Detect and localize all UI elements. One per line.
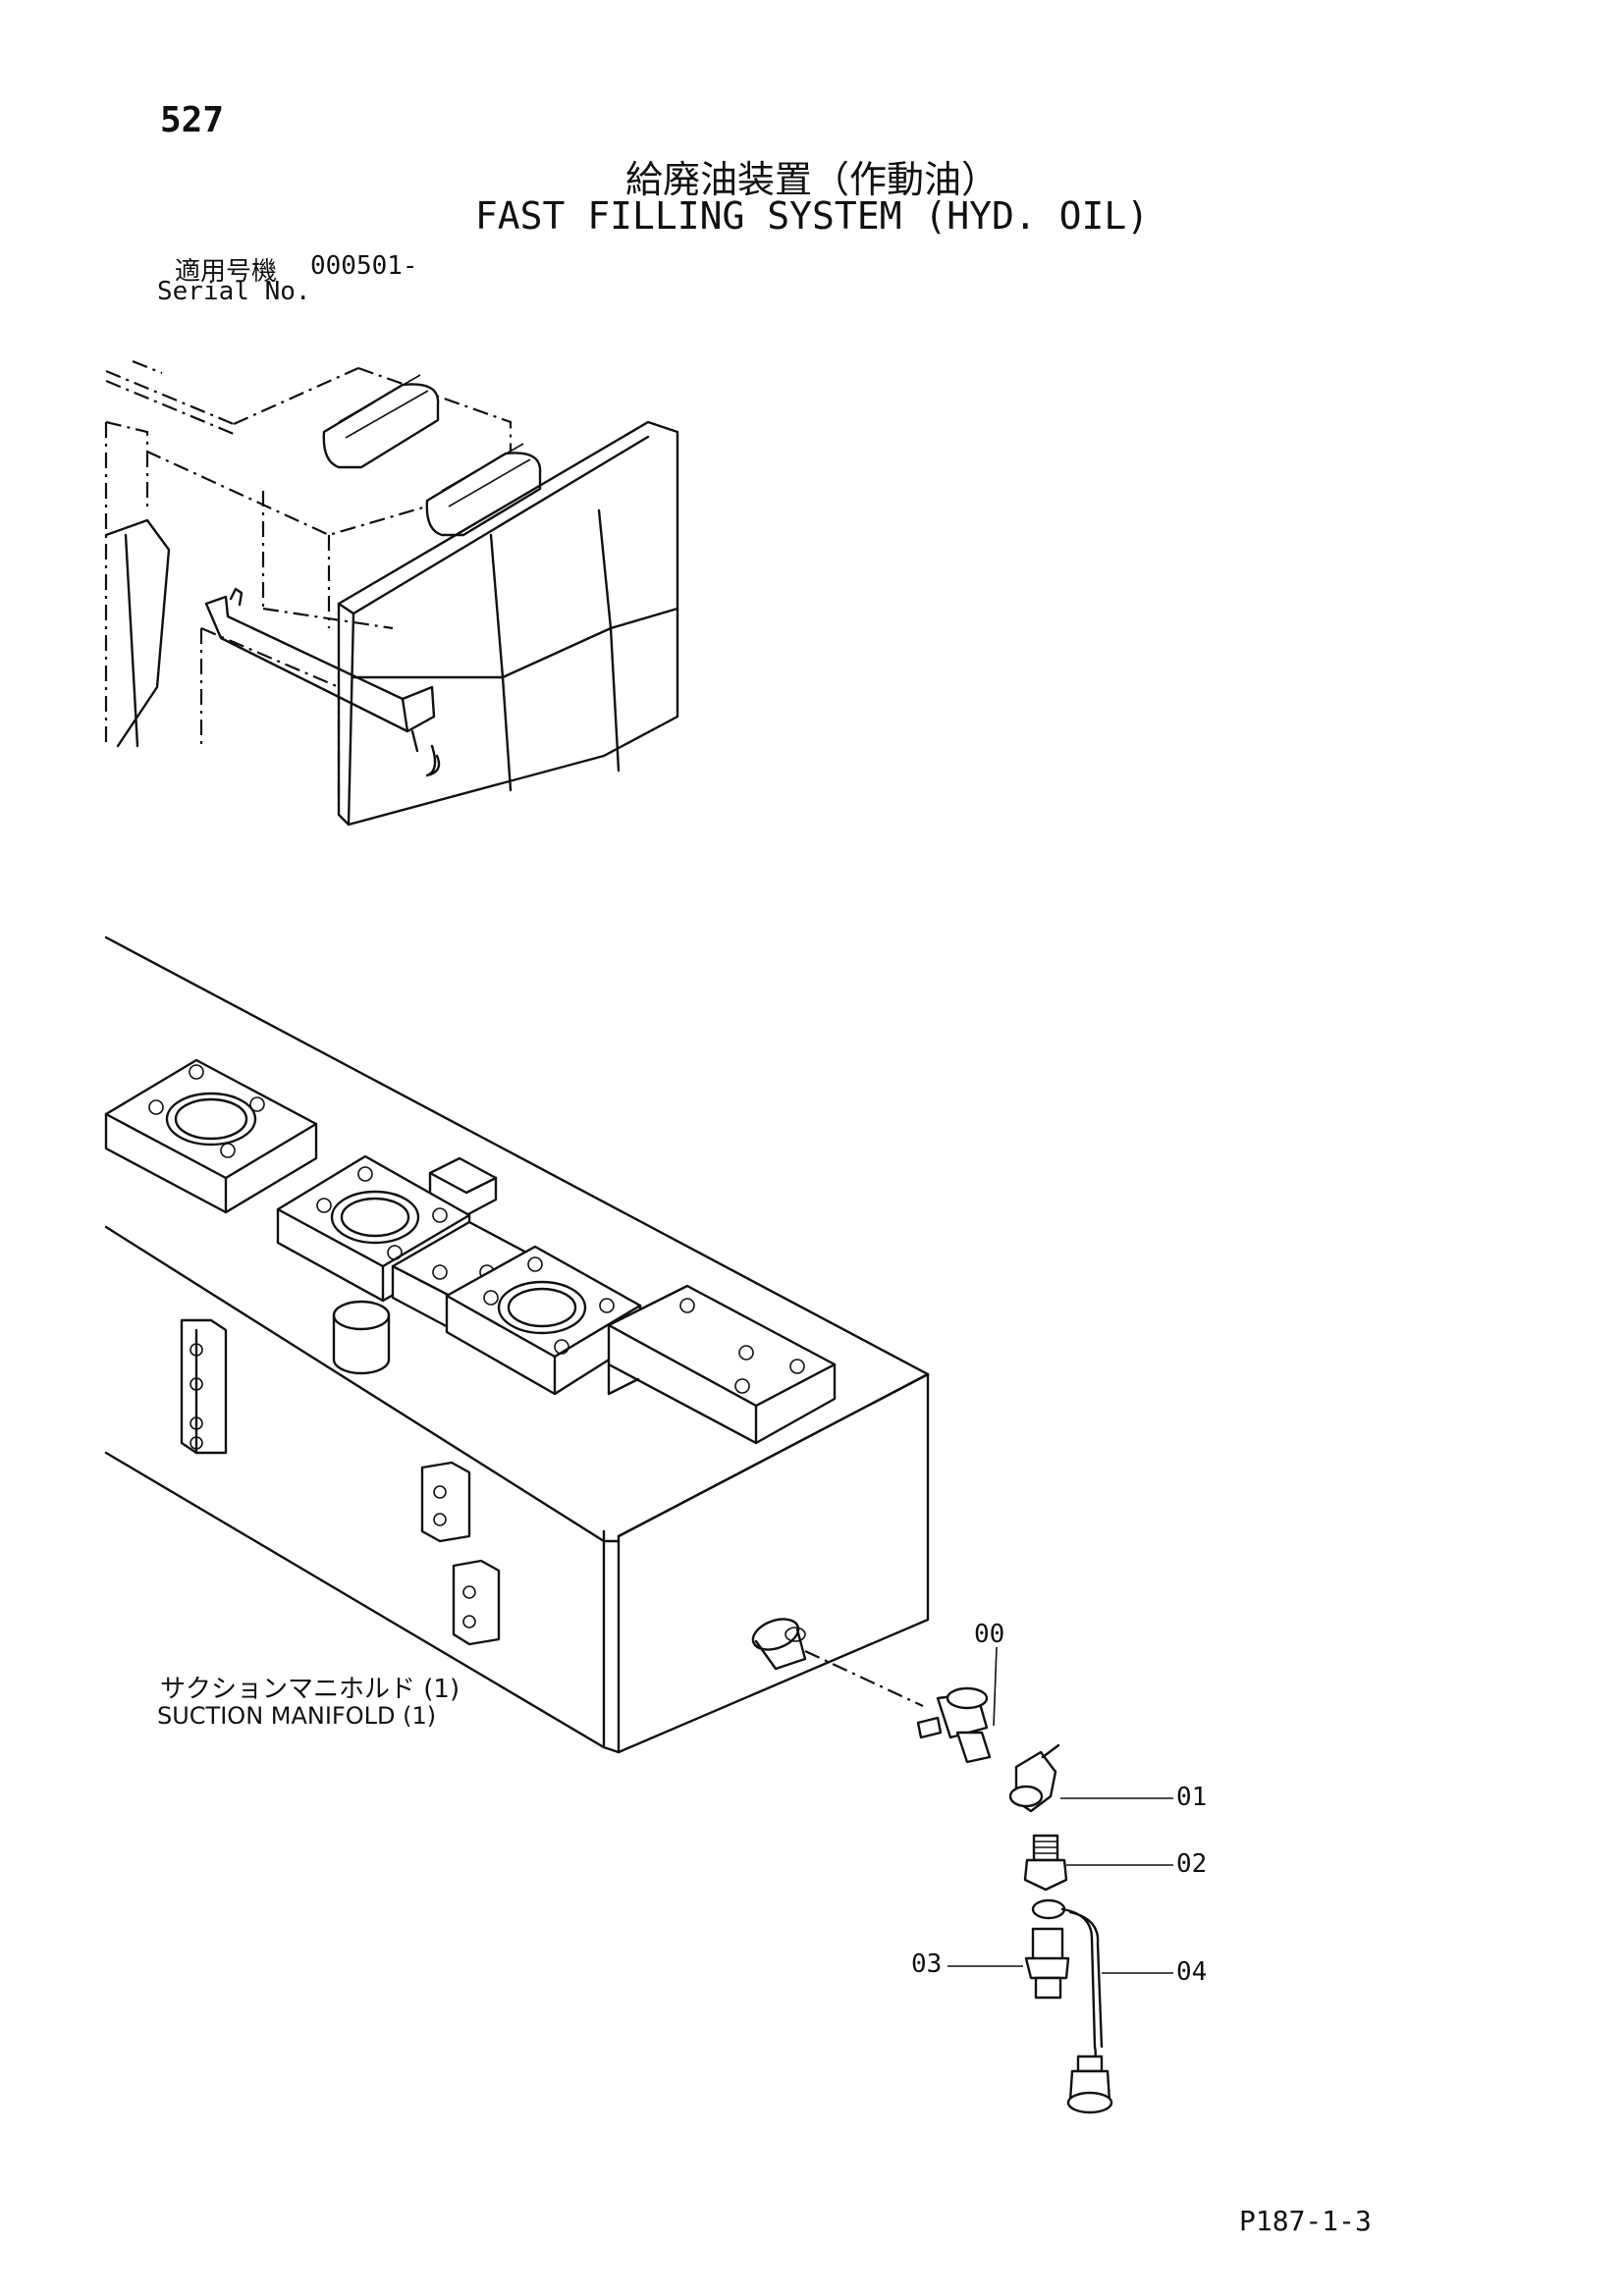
page-number: 527 <box>160 100 225 140</box>
serial-label-english: Serial No. <box>157 277 311 306</box>
callout-04: 04 <box>1176 1957 1208 1987</box>
serial-number: 000501- <box>310 251 418 281</box>
fitting-assembly-drawing <box>916 1686 1113 2114</box>
page-title-japanese: 給廃油装置（作動油） <box>624 158 999 201</box>
suction-manifold-label-japanese: サクションマニホルド (1) <box>160 1675 460 1704</box>
callout-02: 02 <box>1176 1849 1208 1879</box>
page-title-english: FAST FILLING SYSTEM (HYD. OIL) <box>474 194 1150 238</box>
drawing-code: P187-1-3 <box>1239 2205 1372 2237</box>
callout-01: 01 <box>1176 1783 1208 1812</box>
callout-leaders <box>947 1646 1173 1974</box>
machine-overview-drawing <box>104 359 679 827</box>
suction-manifold-drawing <box>104 935 930 1754</box>
callout-00: 00 <box>974 1620 1005 1649</box>
callout-03: 03 <box>911 1949 943 1979</box>
serial-label-japanese: 適用号機 <box>175 257 278 287</box>
suction-manifold-label-english: SUCTION MANIFOLD (1) <box>157 1702 437 1730</box>
